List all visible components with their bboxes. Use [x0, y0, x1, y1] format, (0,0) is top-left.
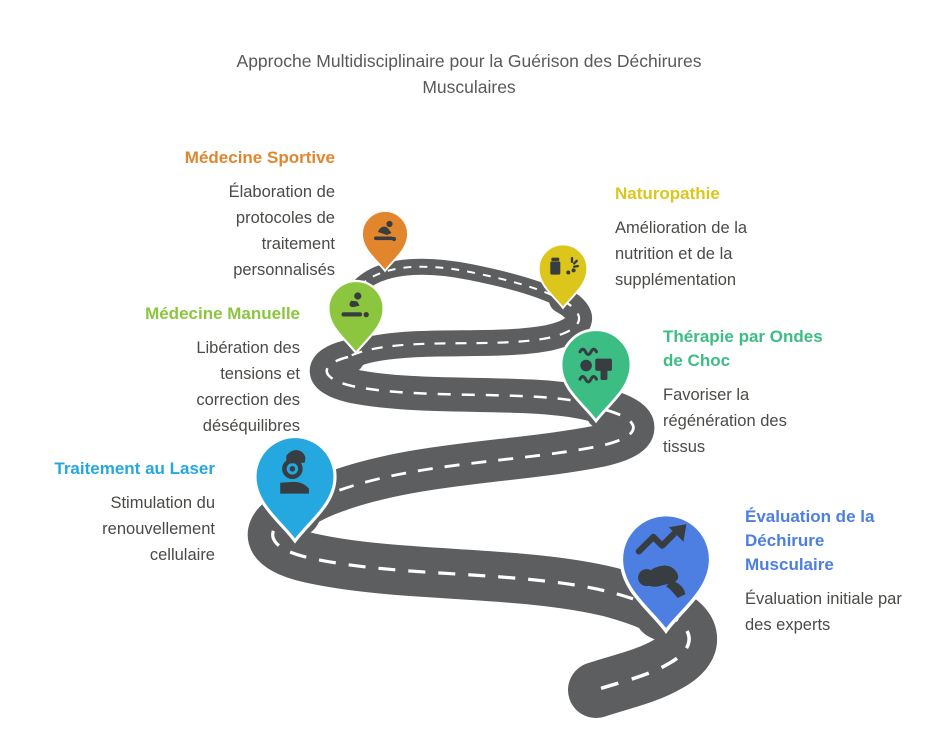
page-title: Approche Multidisciplinaire pour la Guér…	[236, 51, 702, 97]
pin-evaluation-dechirure	[619, 512, 713, 634]
stop-description: Élaboration de protocoles de traitement …	[228, 183, 335, 279]
supplements-icon	[550, 257, 580, 275]
stop-description: Amélioration de la nutrition et de la su…	[615, 219, 748, 289]
stop-title: Traitement au Laser	[54, 459, 215, 478]
map-pin	[361, 210, 409, 273]
stop-evaluation-dechirure: Évaluation de la Déchirure Musculaire Év…	[745, 505, 925, 638]
map-pin	[537, 243, 589, 310]
shockwave-device-icon	[578, 347, 612, 384]
map-pin	[327, 279, 385, 355]
map-pin	[559, 328, 633, 424]
stop-title: Naturopathie	[615, 184, 720, 203]
stop-title: Médecine Sportive	[184, 148, 335, 167]
stop-naturopathie: Naturopathie Amélioration de la nutritio…	[615, 182, 805, 293]
pin-therapie-ondes-de-choc	[559, 328, 633, 424]
stop-traitement-au-laser: Traitement au Laser Stimulation du renou…	[25, 457, 215, 568]
stop-therapie-ondes-de-choc: Thérapie par Ondes de Choc Favoriser la …	[663, 325, 848, 460]
stop-medecine-manuelle: Médecine Manuelle Libération des tension…	[100, 302, 300, 439]
stop-description: Évaluation initiale par des experts	[745, 590, 902, 634]
stop-title: Médecine Manuelle	[145, 304, 300, 323]
pin-naturopathie	[537, 243, 589, 310]
laser-device-icon	[280, 449, 309, 494]
stop-title: Évaluation de la Déchirure Musculaire	[745, 507, 875, 574]
stop-medecine-sportive: Médecine Sportive Élaboration de protoco…	[113, 146, 335, 283]
pin-medecine-manuelle	[327, 279, 385, 355]
stop-description: Stimulation du renouvellement cellulaire	[102, 494, 215, 564]
stop-title: Thérapie par Ondes de Choc	[663, 327, 823, 370]
sports-person-icon	[374, 220, 397, 242]
massage-icon	[341, 292, 369, 318]
stop-description: Libération des tensions et correction de…	[196, 339, 300, 435]
stop-description: Favoriser la régénération des tissus	[663, 386, 787, 456]
pin-medecine-sportive	[361, 210, 409, 273]
pin-traitement-au-laser	[253, 435, 337, 544]
progress-person-icon	[635, 524, 687, 599]
